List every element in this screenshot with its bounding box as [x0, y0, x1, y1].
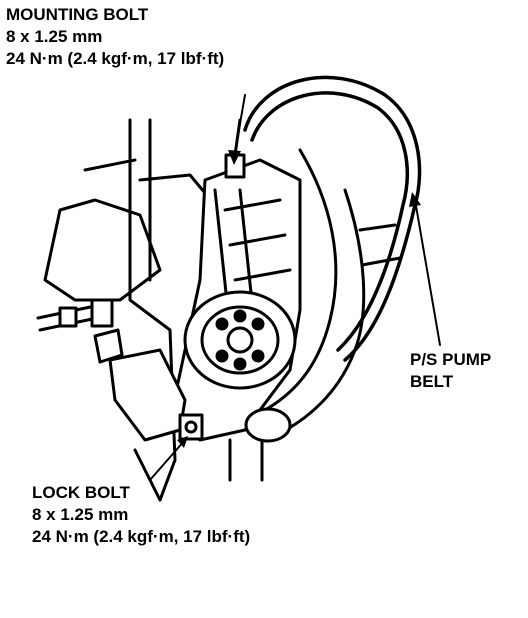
lock-bolt-size: 8 x 1.25 mm	[32, 505, 129, 524]
mounting-bolt-title: MOUNTING BOLT	[6, 5, 149, 24]
pump-pulley	[183, 290, 297, 390]
pump-belt	[243, 75, 422, 362]
mounting-bolt-torque: 24 N·m (2.4 kgf·m, 17 lbf·ft)	[6, 49, 225, 68]
ps-pump-belt-line2: BELT	[410, 372, 454, 391]
mounting-bolt-callout: MOUNTING BOLT 8 x 1.25 mm 24 N·m (2.4 kg…	[6, 4, 224, 70]
hose	[244, 148, 402, 443]
lock-bolt-torque: 24 N·m (2.4 kgf·m, 17 lbf·ft)	[32, 527, 251, 546]
lock-bolt-title: LOCK BOLT	[32, 483, 130, 502]
hose-fitting	[36, 298, 124, 364]
mounting-bolt-size: 8 x 1.25 mm	[6, 27, 103, 46]
lock-bolt-shape	[178, 413, 204, 441]
ps-pump-belt-callout: P/S PUMP BELT	[410, 349, 491, 393]
ps-pump-belt-line1: P/S PUMP	[410, 350, 492, 369]
engine-bracket	[43, 118, 217, 502]
leader-lines	[149, 94, 441, 481]
lock-bolt-callout: LOCK BOLT 8 x 1.25 mm 24 N·m (2.4 kgf·m,…	[32, 482, 250, 548]
arrowheads	[177, 150, 421, 448]
